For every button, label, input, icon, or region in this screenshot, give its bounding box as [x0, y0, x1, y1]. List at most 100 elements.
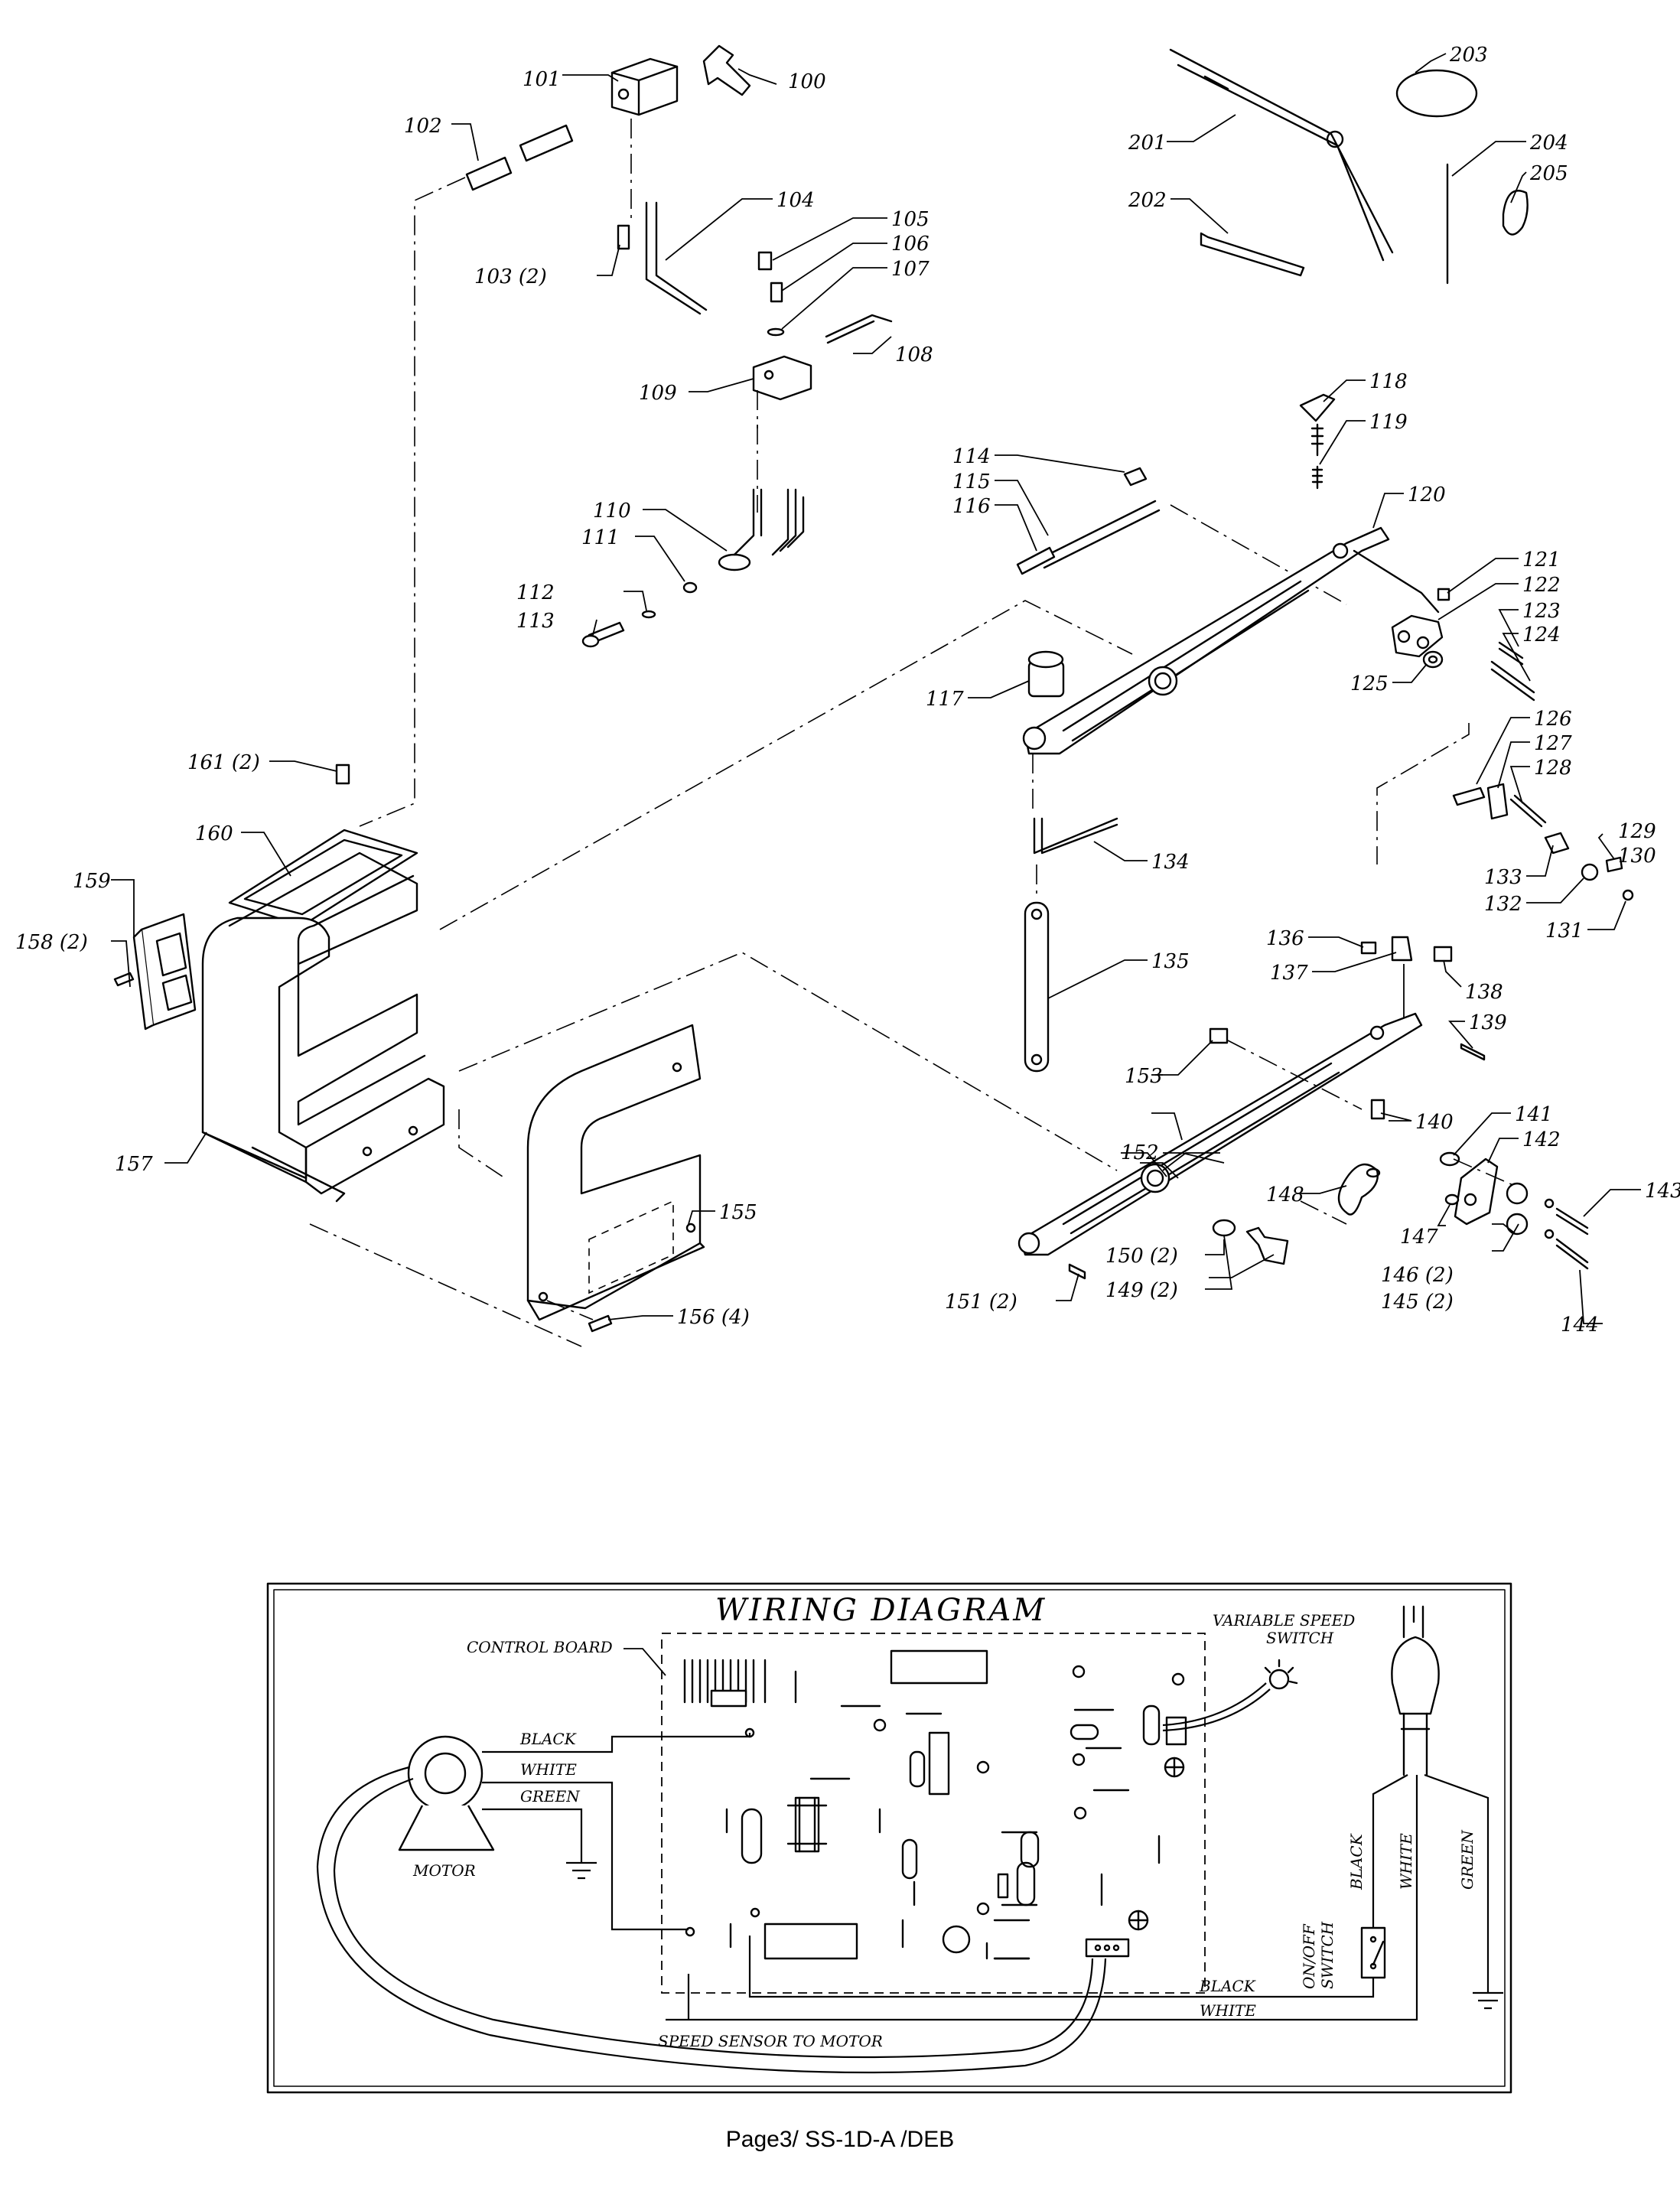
label-127: 127	[1534, 732, 1572, 755]
label-201: 201	[1128, 132, 1167, 155]
label-135: 135	[1151, 950, 1190, 973]
wire-white-label: WHITE	[520, 1760, 577, 1779]
page-footer: Page3/ SS-1D-A /DEB	[725, 2127, 955, 2152]
bottom-black-label: BLACK	[1199, 1977, 1256, 1995]
label-140: 140	[1415, 1111, 1454, 1134]
label-157: 157	[115, 1153, 153, 1176]
label-129: 129	[1618, 820, 1656, 843]
label-133: 133	[1484, 866, 1522, 889]
label-108: 108	[895, 344, 933, 366]
label-110: 110	[593, 500, 631, 523]
label-100: 100	[788, 70, 826, 93]
label-142: 142	[1522, 1128, 1561, 1151]
label-144: 144	[1561, 1314, 1599, 1337]
tension-parts	[1452, 783, 1634, 901]
wiring-title: WIRING DIAGRAM	[715, 1593, 1047, 1628]
cord-green-label: GREEN	[1458, 1829, 1477, 1890]
power-plug	[1391, 1636, 1440, 1715]
motor	[407, 1735, 483, 1812]
label-103: 103 (2)	[474, 265, 547, 288]
label-159: 159	[73, 870, 111, 893]
label-124: 124	[1522, 624, 1561, 646]
label-134: 134	[1151, 851, 1190, 874]
label-118: 118	[1369, 370, 1408, 393]
hold-down-assembly	[465, 44, 893, 648]
part-labels: 100 101 102 103 (2) 104 105 106 107 108 …	[15, 44, 1680, 1337]
cord-black-label: BLACK	[1347, 1833, 1366, 1890]
label-156: 156 (4)	[677, 1306, 750, 1329]
onoff-label-2: SWITCH	[1318, 1921, 1337, 1989]
label-161: 161 (2)	[187, 751, 260, 774]
label-128: 128	[1534, 757, 1572, 780]
label-101: 101	[523, 68, 561, 91]
leader-lines	[111, 53, 1641, 1324]
label-116: 116	[952, 495, 991, 518]
label-203: 203	[1449, 44, 1488, 67]
label-147: 147	[1400, 1226, 1438, 1249]
label-105: 105	[891, 208, 930, 231]
label-151: 151 (2)	[945, 1291, 1017, 1314]
label-145: 145 (2)	[1381, 1291, 1454, 1314]
label-148: 148	[1266, 1184, 1304, 1206]
wiring-diagram: WIRING DIAGRAM CONTROL BOARD	[266, 1582, 1512, 2094]
speed-sensor-label: SPEED SENSOR TO MOTOR	[658, 2032, 883, 2050]
variable-speed-label-2: SWITCH	[1266, 1629, 1334, 1647]
label-106: 106	[891, 233, 930, 256]
label-139: 139	[1469, 1011, 1507, 1034]
label-204: 204	[1529, 132, 1568, 155]
label-158: 158 (2)	[15, 931, 88, 954]
label-102: 102	[404, 115, 442, 138]
label-202: 202	[1128, 189, 1167, 212]
label-153: 153	[1125, 1065, 1163, 1088]
label-114: 114	[952, 445, 991, 468]
label-152: 152	[1121, 1141, 1159, 1164]
label-113: 113	[516, 610, 555, 633]
label-146: 146 (2)	[1381, 1264, 1454, 1287]
label-123: 123	[1522, 600, 1561, 623]
control-board	[661, 1633, 1206, 1994]
label-160: 160	[195, 822, 233, 845]
label-115: 115	[952, 470, 991, 493]
label-117: 117	[926, 688, 964, 711]
label-104: 104	[777, 189, 815, 212]
label-119: 119	[1369, 411, 1408, 434]
label-109: 109	[639, 382, 677, 405]
label-143: 143	[1645, 1180, 1680, 1203]
variable-speed-switch	[1268, 1669, 1290, 1690]
label-125: 125	[1350, 672, 1389, 695]
connecting-rods	[1024, 754, 1118, 1073]
label-112: 112	[516, 581, 555, 604]
label-122: 122	[1522, 574, 1561, 597]
upper-arm-assembly	[1016, 393, 1535, 864]
variable-speed-label-1: VARIABLE SPEED	[1213, 1611, 1355, 1630]
wire-green-label: GREEN	[520, 1787, 581, 1805]
frame-covers	[113, 764, 705, 1333]
label-141: 141	[1515, 1103, 1553, 1126]
accessories	[1169, 48, 1529, 285]
label-120: 120	[1408, 484, 1446, 506]
label-131: 131	[1545, 920, 1584, 943]
bottom-white-label: WHITE	[1200, 2001, 1256, 2020]
label-150: 150 (2)	[1105, 1245, 1178, 1268]
label-205: 205	[1529, 162, 1568, 185]
label-149: 149 (2)	[1105, 1279, 1178, 1302]
motor-label: MOTOR	[412, 1861, 476, 1880]
wire-black-label: BLACK	[519, 1730, 577, 1748]
label-126: 126	[1534, 708, 1572, 731]
label-107: 107	[891, 258, 930, 281]
label-121: 121	[1522, 549, 1561, 571]
label-111: 111	[581, 526, 620, 549]
label-132: 132	[1484, 893, 1522, 916]
onoff-label-1: ON/OFF	[1300, 1923, 1318, 1989]
on-off-switch	[1360, 1926, 1386, 1979]
cord-white-label: WHITE	[1397, 1833, 1415, 1890]
label-138: 138	[1465, 981, 1503, 1004]
label-130: 130	[1618, 845, 1656, 868]
label-137: 137	[1270, 962, 1308, 985]
lower-arm-assembly	[1017, 936, 1589, 1280]
control-board-label: CONTROL BOARD	[467, 1638, 613, 1656]
label-155: 155	[719, 1201, 757, 1224]
label-136: 136	[1266, 927, 1304, 950]
